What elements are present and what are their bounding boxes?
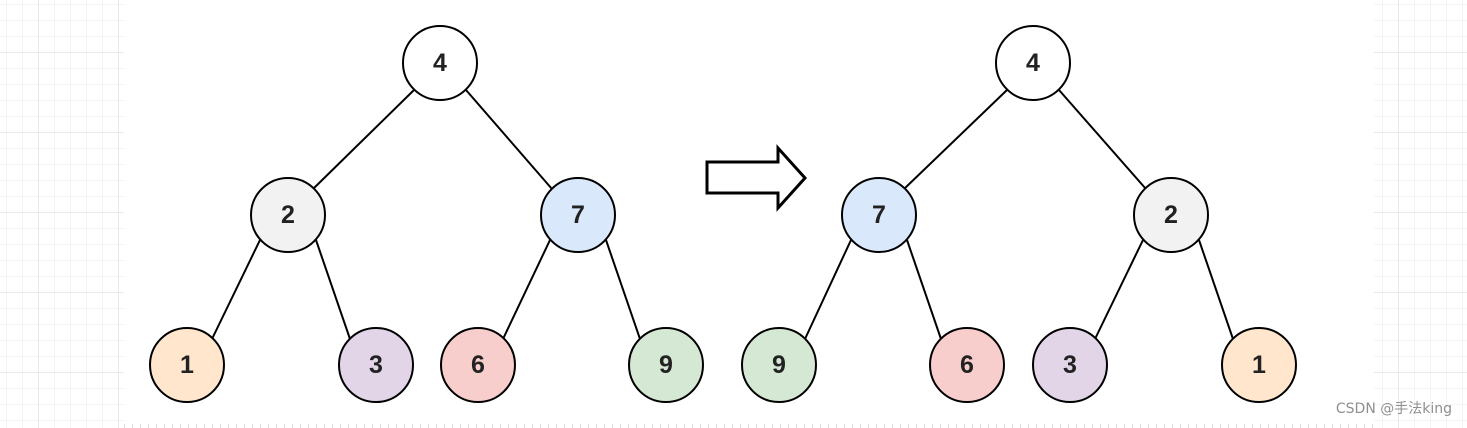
- tree-node: 1: [149, 327, 225, 403]
- tree-node: 7: [540, 177, 616, 253]
- edge-b4-b7: [903, 89, 1008, 190]
- node-label: 6: [471, 351, 485, 379]
- tree-before-nodes: 4 2 7 1 3 6 9: [149, 25, 704, 403]
- node-circle: [841, 177, 917, 253]
- tree-after-edges: [804, 89, 1234, 340]
- node-label: 7: [872, 201, 886, 229]
- node-label: 3: [369, 351, 383, 379]
- tree-node: 3: [338, 327, 414, 403]
- node-circle: [338, 327, 414, 403]
- node-circle: [540, 177, 616, 253]
- node-circle: [628, 327, 704, 403]
- edge-b4-b2: [1058, 89, 1147, 190]
- tree-node: 2: [250, 177, 326, 253]
- watermark: CSDN @手法king: [1335, 401, 1452, 417]
- node-circle: [995, 25, 1071, 101]
- node-label: 9: [659, 351, 673, 379]
- tree-node: 4: [995, 25, 1071, 101]
- node-circle: [402, 25, 478, 101]
- arrow-shape: [705, 144, 808, 212]
- edge-b7-b9: [804, 239, 852, 340]
- edge-b2-b1: [1198, 239, 1234, 340]
- tree-node: 1: [1221, 327, 1297, 403]
- node-circle: [149, 327, 225, 403]
- node-circle: [929, 327, 1005, 403]
- node-label: 6: [960, 351, 974, 379]
- node-circle: [1133, 177, 1209, 253]
- tree-before-edges: [211, 89, 641, 340]
- tree-after-nodes: 4 7 2 9 6 3 1: [741, 25, 1297, 403]
- right-arrow-icon: [705, 144, 808, 212]
- node-circle: [1221, 327, 1297, 403]
- tree-after: 4 7 2 9 6 3 1: [741, 25, 1297, 403]
- node-circle: [741, 327, 817, 403]
- tree-node: 9: [741, 327, 817, 403]
- node-label: 2: [1164, 201, 1178, 229]
- node-circle: [440, 327, 516, 403]
- tree-node: 3: [1032, 327, 1108, 403]
- node-circle: [250, 177, 326, 253]
- node-label: 1: [180, 351, 194, 379]
- edge-a7-a6: [502, 239, 551, 340]
- tree-before: 4 2 7 1 3 6 9: [149, 25, 704, 403]
- edge-a4-a7: [465, 89, 553, 190]
- tree-node: 9: [628, 327, 704, 403]
- edge-a4-a2: [312, 89, 415, 190]
- node-label: 4: [1026, 49, 1040, 77]
- edge-a2-a1: [211, 239, 261, 340]
- edge-b2-b3: [1094, 239, 1144, 340]
- tree-node: 7: [841, 177, 917, 253]
- node-label: 9: [772, 351, 786, 379]
- tree-node: 6: [440, 327, 516, 403]
- node-circle: [1032, 327, 1108, 403]
- node-label: 1: [1252, 351, 1266, 379]
- node-label: 2: [281, 201, 295, 229]
- tree-node: 2: [1133, 177, 1209, 253]
- tree-node: 6: [929, 327, 1005, 403]
- node-label: 7: [571, 201, 585, 229]
- tree-node: 4: [402, 25, 478, 101]
- edge-b7-b6: [906, 239, 942, 340]
- node-label: 4: [433, 49, 447, 77]
- node-label: 3: [1063, 351, 1077, 379]
- edge-a2-a3: [315, 239, 351, 340]
- edge-a7-a9: [605, 239, 641, 340]
